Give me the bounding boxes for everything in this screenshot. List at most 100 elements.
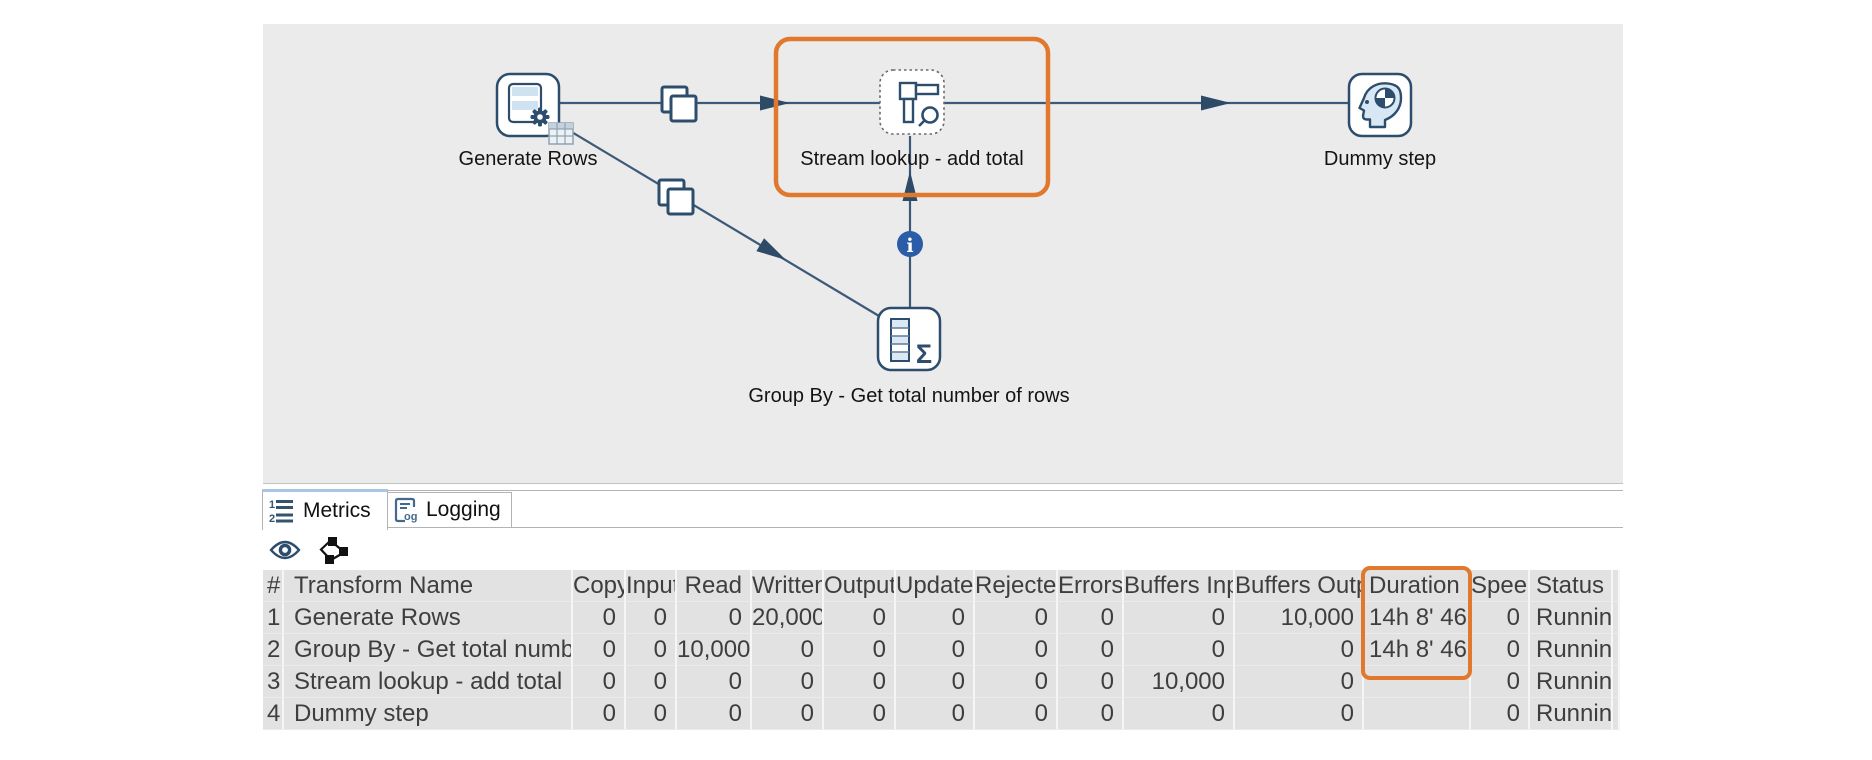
tab-logging[interactable]: og Logging <box>388 492 512 527</box>
table-cell: 0 <box>626 634 677 666</box>
copy-rows-icon <box>657 178 695 216</box>
table-cell: 0 <box>626 602 677 634</box>
table-cell: 0 <box>752 666 824 698</box>
header-cell[interactable]: Rejected <box>975 570 1058 602</box>
header-cell[interactable]: Buffers Input <box>1124 570 1235 602</box>
header-cell[interactable]: Copy <box>573 570 626 602</box>
table-cell: Running <box>1530 602 1613 634</box>
header-cell[interactable]: # <box>263 570 284 602</box>
grid-badge-icon <box>548 122 574 145</box>
graph-nodes-icon <box>319 536 348 564</box>
table-cell: 0 <box>975 634 1058 666</box>
hop-lines <box>559 101 1349 317</box>
header-cell[interactable]: Speed <box>1471 570 1530 602</box>
generate-rows-icon[interactable] <box>495 72 574 145</box>
show-pipeline-graph-button[interactable] <box>315 533 351 567</box>
table-cell: Running <box>1530 666 1613 698</box>
header-cell[interactable]: Updated <box>896 570 975 602</box>
table-cell <box>1613 634 1620 666</box>
table-cell: 0 <box>896 698 975 730</box>
table-cell: 0 <box>1058 666 1124 698</box>
tab-metrics[interactable]: 1 2 Metrics <box>262 489 388 530</box>
table-cell: 3 <box>263 666 284 698</box>
table-cell: 1 <box>263 602 284 634</box>
info-badge-icon: i <box>897 231 923 257</box>
table-cell: 0 <box>677 602 752 634</box>
header-cell[interactable]: Transform Name <box>284 570 573 602</box>
dummy-step-icon[interactable] <box>1347 72 1413 138</box>
header-cell[interactable]: Output <box>824 570 896 602</box>
table-cell: 0 <box>573 698 626 730</box>
header-cell[interactable]: Input <box>626 570 677 602</box>
table-cell: 0 <box>573 634 626 666</box>
table-cell: 0 <box>677 666 752 698</box>
table-cell: 0 <box>752 698 824 730</box>
metrics-toolbar <box>263 529 1623 570</box>
node-labels: Generate Rows Stream lookup - add total … <box>459 148 1437 407</box>
table-cell: 0 <box>975 666 1058 698</box>
table-cell: 20,000 <box>752 602 824 634</box>
table-cell: 14h 8' 46 <box>1364 602 1471 634</box>
node-label-group-by: Group By - Get total number of rows <box>748 385 1069 407</box>
eye-icon <box>269 540 301 559</box>
table-cell: 0 <box>1471 666 1530 698</box>
stream-lookup-icon[interactable] <box>879 69 945 135</box>
table-cell: 0 <box>824 698 896 730</box>
header-cell[interactable]: Errors <box>1058 570 1124 602</box>
table-cell: Generate Rows <box>284 602 573 634</box>
table-cell: 14h 8' 46 <box>1364 634 1471 666</box>
table-cell: 0 <box>824 602 896 634</box>
pipeline-canvas[interactable]: Σ i Generate Rows Stream lookup - add to… <box>263 24 1623 484</box>
table-cell: Group By - Get total number of rows <box>284 634 573 666</box>
table-cell <box>1613 602 1620 634</box>
table-cell: Stream lookup - add total <box>284 666 573 698</box>
table-cell: 0 <box>1235 698 1364 730</box>
svg-text:2: 2 <box>269 513 275 525</box>
header-cell[interactable]: Status <box>1530 570 1613 602</box>
canvas-highlight-box <box>773 36 1051 198</box>
header-cell[interactable]: Read <box>677 570 752 602</box>
table-cell: 0 <box>626 698 677 730</box>
table-cell: 0 <box>1124 634 1235 666</box>
table-cell: 0 <box>1124 698 1235 730</box>
header-cell[interactable]: Duration <box>1364 570 1471 602</box>
node-label-stream-lookup: Stream lookup - add total <box>800 148 1023 170</box>
table-cell: 0 <box>975 602 1058 634</box>
table-cell: 0 <box>824 666 896 698</box>
header-cell[interactable]: Buffers Output <box>1235 570 1364 602</box>
table-cell: 2 <box>263 634 284 666</box>
table-cell: 0 <box>1124 602 1235 634</box>
show-hide-inactive-button[interactable] <box>267 533 303 567</box>
table-cell: 0 <box>1058 698 1124 730</box>
panel-tabstrip: 1 2 Metrics og Logging <box>262 489 1623 530</box>
table-cell: 0 <box>1058 602 1124 634</box>
table-cell: 0 <box>626 666 677 698</box>
group-by-icon[interactable]: Σ <box>876 306 942 372</box>
hop-generate-to-groupby <box>559 124 880 317</box>
table-cell: 10,000 <box>1235 602 1364 634</box>
table-cell: 0 <box>896 666 975 698</box>
header-cell[interactable] <box>1613 570 1620 602</box>
hop-arrowheads <box>756 95 1231 260</box>
header-cell[interactable]: Written <box>752 570 824 602</box>
table-cell: 0 <box>677 698 752 730</box>
gear-icon <box>530 107 550 127</box>
table-cell: 10,000 <box>1124 666 1235 698</box>
table-cell <box>1364 666 1471 698</box>
table-cell: 0 <box>1235 634 1364 666</box>
tab-metrics-label: Metrics <box>303 499 371 522</box>
table-cell: Running <box>1530 634 1613 666</box>
table-cell: 0 <box>824 634 896 666</box>
table-cell: 0 <box>1058 634 1124 666</box>
table-cell: 10,000 <box>677 634 752 666</box>
table-cell <box>1364 698 1471 730</box>
node-label-dummy-step: Dummy step <box>1324 148 1436 170</box>
svg-text:og: og <box>404 511 417 523</box>
table-cell <box>1613 666 1620 698</box>
